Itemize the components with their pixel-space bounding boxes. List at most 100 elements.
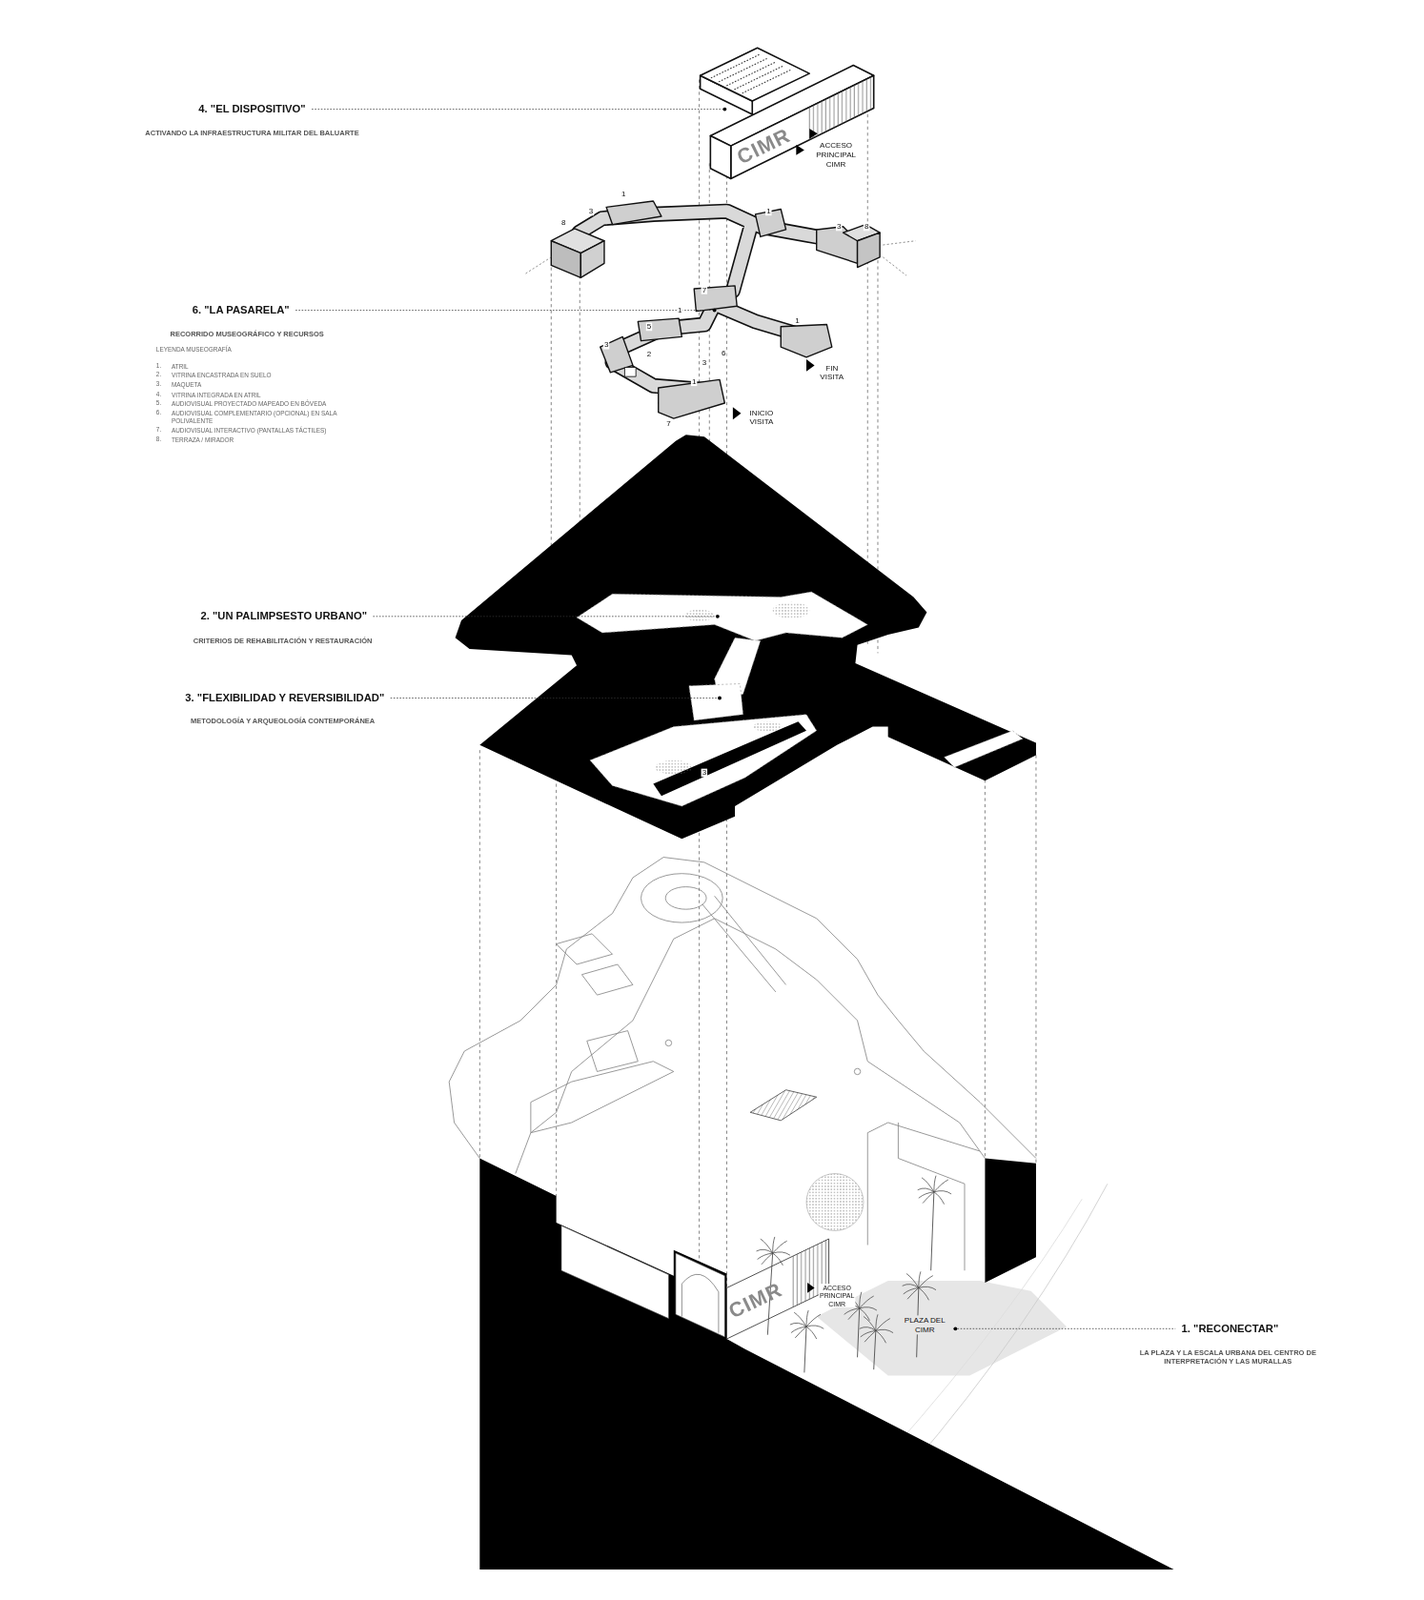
projection-lines bbox=[1035, 754, 1037, 1163]
label-holder: 5 bbox=[646, 323, 653, 331]
label-holder: 3. bbox=[156, 380, 162, 387]
callout-number: 1 bbox=[793, 316, 801, 325]
palimpsest-layer bbox=[655, 760, 693, 775]
bastion-plan bbox=[854, 1068, 860, 1075]
trees bbox=[756, 1237, 791, 1266]
exhibition-rooms bbox=[624, 367, 636, 378]
label-holder: 1 bbox=[765, 207, 773, 216]
annotation-label: ACCESO PRINCIPAL CIMR bbox=[815, 141, 857, 169]
device-volume bbox=[733, 65, 783, 90]
leader-lines bbox=[372, 615, 715, 617]
label-holder: 3 bbox=[588, 207, 595, 216]
projection-lines bbox=[984, 767, 986, 1159]
legend-text: AUDIOVISUAL INTERACTIVO (PANTALLAS TÁCTI… bbox=[171, 427, 327, 434]
trees bbox=[806, 1174, 864, 1232]
legend-note: 7. bbox=[156, 427, 162, 434]
trees bbox=[756, 1174, 953, 1374]
label-holder: LA PLAZA Y LA ESCALA URBANA DEL CENTRO D… bbox=[1123, 1349, 1334, 1366]
palimpsest-layer bbox=[752, 721, 782, 733]
device-volume bbox=[711, 54, 792, 94]
bastion-plan bbox=[448, 857, 1037, 1160]
section-heading: 6. "LA PASARELA" bbox=[192, 303, 290, 316]
palimpsest-layer bbox=[576, 591, 868, 641]
bastion-plan bbox=[702, 904, 776, 993]
label-holder: LEYENDA MUSEOGRAFÍA bbox=[156, 346, 232, 354]
palimpsest-layer bbox=[685, 609, 714, 622]
legend-entry: ATRIL bbox=[171, 362, 354, 371]
palimpsest-layer bbox=[944, 731, 1023, 769]
exhibition-rooms bbox=[550, 201, 880, 419]
exhibition-rooms bbox=[580, 241, 605, 279]
label-holder: 8. bbox=[156, 435, 162, 443]
section-subtitle: RECORRIDO MUSEOGRÁFICO Y RECURSOS bbox=[169, 330, 324, 340]
legend-note: 8. bbox=[156, 435, 162, 443]
device-volume bbox=[700, 47, 811, 102]
label-holder: INICIO VISITA bbox=[745, 407, 778, 427]
legend-entry: MAQUETA bbox=[171, 381, 354, 390]
palimpsest-layer bbox=[655, 602, 811, 775]
callout-number: 3 bbox=[603, 341, 611, 349]
leader-lines bbox=[390, 697, 718, 699]
legend-text: VITRINA INTEGRADA EN ATRIL bbox=[171, 391, 262, 398]
annotation-label: INICIO VISITA bbox=[745, 407, 778, 427]
label-holder: 7 bbox=[665, 419, 672, 428]
label-holder: 6 bbox=[720, 349, 728, 358]
label-holder: 8 bbox=[863, 223, 871, 231]
leader-dots bbox=[722, 107, 727, 112]
callout-number: 8 bbox=[863, 223, 871, 231]
trees bbox=[931, 1192, 935, 1271]
legend-list: ATRIL VITRINA ENCASTRADA EN SUELOMAQUETA V… bbox=[171, 362, 354, 446]
sight-lines bbox=[526, 241, 916, 276]
leader-dots bbox=[712, 107, 958, 1332]
access-arrows bbox=[732, 406, 742, 420]
label-holder: 2 bbox=[646, 350, 653, 359]
callout-number: 3 bbox=[835, 223, 843, 231]
walkway bbox=[578, 211, 848, 390]
legend-entry: VITRINA ENCASTRADA EN SUELO bbox=[171, 371, 354, 381]
legend-entry: AUDIOVISUAL PROYECTADO MAPEADO EN BÓVEDA bbox=[171, 400, 354, 409]
legend-note: 5. bbox=[156, 400, 162, 407]
leader-dots bbox=[712, 308, 717, 313]
device-volume bbox=[726, 61, 775, 86]
legend-note: 4. bbox=[156, 390, 162, 398]
sight-lines bbox=[882, 241, 916, 245]
legend-text: ATRIL bbox=[171, 363, 189, 369]
exhibition-rooms bbox=[606, 201, 662, 225]
label-holder: 4. bbox=[156, 390, 162, 398]
label-holder: PLAZA DEL CIMR bbox=[903, 1315, 947, 1334]
section-subtitle: CRITERIOS DE REHABILITACIÓN Y RESTAURACI… bbox=[193, 636, 373, 646]
leader-lines bbox=[957, 1328, 1177, 1330]
label-holder: 6. bbox=[156, 408, 162, 416]
trees bbox=[790, 1310, 824, 1340]
bastion-plan bbox=[867, 1133, 869, 1246]
bastion-plan bbox=[665, 887, 707, 911]
device-volume bbox=[710, 135, 731, 179]
label-holder: 3. "FLEXIBILIDAD Y REVERSIBILIDAD" bbox=[184, 691, 385, 704]
label-holder: 7. bbox=[156, 427, 162, 434]
leader-lines bbox=[295, 109, 1176, 1330]
callout-number: 7 bbox=[701, 285, 709, 294]
callout-number: 1 bbox=[620, 189, 628, 198]
callout-number: 1 bbox=[691, 378, 698, 387]
section-heading: 1. "RECONECTAR" bbox=[1181, 1322, 1280, 1335]
legend-text: MAQUETA bbox=[171, 382, 202, 388]
trees bbox=[902, 1271, 936, 1301]
leader-dots bbox=[715, 614, 720, 619]
bastion-plan bbox=[530, 1061, 674, 1134]
bastion-plan bbox=[665, 1039, 672, 1046]
palimpsest-layer bbox=[689, 684, 744, 722]
section-heading: 3. "FLEXIBILIDAD Y REVERSIBILIDAD" bbox=[184, 691, 385, 704]
device-volume bbox=[711, 54, 760, 79]
plaza-floor bbox=[816, 1281, 1067, 1377]
access-arrows bbox=[809, 128, 818, 140]
bastion-plan bbox=[556, 934, 613, 965]
terrain-section bbox=[561, 1225, 669, 1319]
label-holder: FIN VISITA bbox=[816, 363, 848, 382]
terrain-section bbox=[675, 1253, 725, 1338]
label-holder: 1. "RECONECTAR" bbox=[1181, 1322, 1280, 1335]
terrain-section bbox=[984, 1158, 1037, 1283]
access-arrows bbox=[806, 359, 815, 372]
annotation-label: ACCESO PRINCIPAL CIMR bbox=[818, 1283, 856, 1308]
bastion-plan bbox=[581, 964, 633, 996]
leader-lines bbox=[311, 108, 723, 110]
